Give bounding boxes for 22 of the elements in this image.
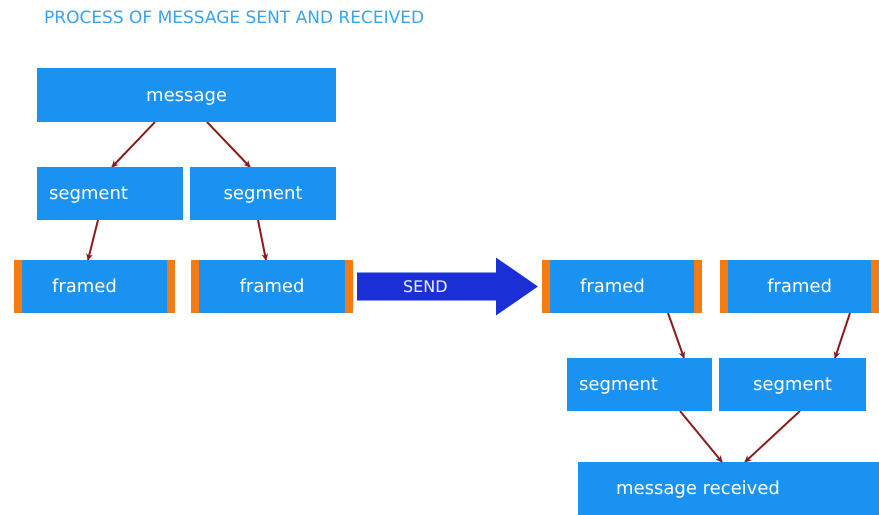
box-label: segment — [224, 183, 302, 204]
box-label: message — [146, 84, 227, 106]
process-box — [37, 167, 183, 220]
process-box — [37, 68, 336, 122]
box-label: segment — [753, 374, 832, 395]
box-label: message received — [616, 478, 780, 499]
box-label: framed — [240, 276, 304, 297]
process-box — [719, 358, 866, 411]
box-label: segment — [579, 374, 658, 395]
frame-box — [542, 260, 702, 313]
edge-label: SEND — [403, 277, 448, 296]
box-label: framed — [767, 276, 832, 297]
box-label: framed — [52, 276, 117, 297]
frame-box — [720, 260, 879, 313]
process-box — [578, 462, 879, 515]
frame-box — [191, 260, 353, 313]
frame-box — [14, 260, 175, 313]
box-label: framed — [580, 276, 645, 297]
process-box — [190, 167, 336, 220]
process-box — [567, 358, 712, 411]
diagram-title: PROCESS OF MESSAGE SENT AND RECEIVED — [44, 8, 424, 28]
box-label: segment — [49, 183, 128, 204]
